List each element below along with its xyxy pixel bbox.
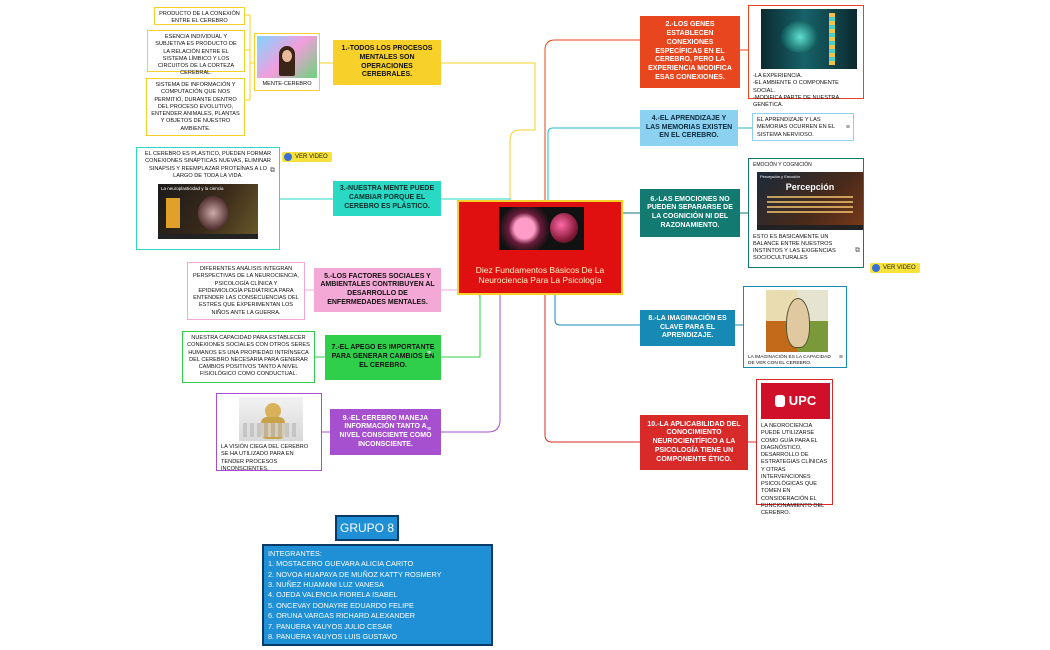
- note-1b: ESENCIA INDIVIDUAL Y SUBJETIVA ES PRODUC…: [147, 30, 245, 76]
- video-subtitle: Percepción y Emoción: [760, 173, 800, 179]
- video-link-badge-6[interactable]: VER VIDEO: [870, 263, 920, 273]
- central-title: Diez Fundamentos Básicos De La Neurocien…: [475, 264, 605, 285]
- topic-5[interactable]: 5.-LOS FACTORES SOCIALES Y AMBIENTALES C…: [314, 268, 441, 312]
- topic-9[interactable]: 9.-EL CEREBRO MANEJA INFORMACIÓN TANTO A…: [330, 409, 441, 455]
- video-badge-label: VER VIDEO: [295, 154, 328, 160]
- imagination-senses-image: [766, 290, 828, 352]
- note-2-card: -LA EXPERIENCIA. -EL AMBIENTE O COMPONEN…: [748, 5, 864, 108]
- neuroplasticity-video-thumbnail[interactable]: La neuroplasticidad y la ciencia: [158, 184, 258, 240]
- group-heading: INTEGRANTES:: [268, 549, 322, 558]
- note-1c: SISTEMA DE INFORMACIÓN Y COMPUTACIÓN QUE…: [146, 78, 245, 136]
- play-icon: [872, 264, 880, 272]
- note-2-line-1: -LA EXPERIENCIA.: [753, 73, 803, 79]
- note-3-card: EL CEREBRO ES PLASTICO, PUEDEN FORMAR CO…: [136, 147, 280, 250]
- member-8: 8. PANUERA YAUYOS LUIS GUSTAVO: [268, 631, 398, 641]
- note-8-text: LA IMAGINACIÓN ES LA CAPACIDAD DE VER CO…: [748, 355, 831, 367]
- member-5: 5. ONCEVAY DONAYRE EDUARDO FELIPE: [268, 600, 414, 610]
- note-9-card: LA VISIÓN CIEGA DEL CEREBRO SE HA UTILIZ…: [216, 393, 322, 472]
- note-1-image-card: MENTE-CEREBRO: [254, 33, 320, 91]
- member-7: 7. PANUERA YAUYOS JULIO CESAR: [268, 621, 393, 631]
- video-link-badge-3[interactable]: VER VIDEO: [282, 152, 332, 162]
- notes-icon[interactable]: ≡: [427, 426, 432, 433]
- member-4: 4. OJEDA VALENCIA FIORELA ISABEL: [268, 590, 398, 600]
- member-1: 1. MOSTACERO GUEVARA ALICIA CARITO: [268, 559, 414, 569]
- note-6-card: EMOCIÓN Y COGNICIÓN Percepción y Emoción…: [748, 158, 864, 268]
- note-10-card: UPC LA NEOROCIENCIA PUEDE UTILIZARSE COM…: [756, 379, 833, 516]
- member-2: 2. NOVOA HUAPAYA DE MUÑOZ KATTY ROSMERY: [268, 569, 442, 579]
- external-link-icon[interactable]: ⧉: [855, 246, 860, 254]
- video-badge-label: VER VIDEO: [883, 265, 916, 271]
- topic-8[interactable]: 8.-LA IMAGINACIÓN ES CLAVE PARA EL APREN…: [640, 310, 735, 346]
- perception-video-thumbnail[interactable]: Percepción y Emoción Percepción: [757, 171, 863, 230]
- topic-10[interactable]: 10.-LA APLICABILIDAD DEL CONOCIMIENTO NE…: [640, 415, 748, 470]
- topic-4[interactable]: 4.-EL APRENDIZAJE Y LAS MEMORIAS EXISTEN…: [640, 110, 738, 146]
- note-7: NUESTRA CAPACIDAD PARA ESTABLECER CONEXI…: [182, 331, 315, 383]
- mind-brain-image: [257, 36, 317, 78]
- member-6: 6. ORUNA VARGAS RICHARD ALEXANDER: [268, 611, 416, 621]
- note-1a: PRODUCTO DE LA CONEXIÓN ENTRE EL CEREBRO: [154, 7, 245, 25]
- note-4: EL APRENDIZAJE Y LAS MEMORIAS OCURREN EN…: [752, 113, 854, 141]
- video-title: La neuroplasticidad y la ciencia: [161, 186, 224, 192]
- external-link-icon[interactable]: ⧉: [270, 167, 275, 174]
- central-topic[interactable]: Diez Fundamentos Básicos De La Neurocien…: [457, 200, 623, 295]
- note-8-card: LA IMAGINACIÓN ES LA CAPACIDAD DE VER CO…: [743, 286, 847, 368]
- upc-logo: UPC: [761, 383, 830, 419]
- notes-icon[interactable]: ≡: [845, 124, 850, 131]
- note-6-text: ESTO ES BASICAMENTE UN BALANCE ENTRE NUE…: [753, 233, 836, 262]
- topic-3[interactable]: 3.-NUESTRA MENTE PUEDE CAMBIAR PORQUE EL…: [333, 181, 441, 216]
- group-title[interactable]: GRUPO 8: [335, 515, 399, 541]
- topic-2[interactable]: 2.-LOS GENES ESTABLECEN CONEXIONES ESPEC…: [640, 16, 740, 88]
- dna-brain-image: [761, 9, 857, 69]
- blind-sight-image: [239, 397, 303, 441]
- notes-icon[interactable]: ≡: [427, 350, 432, 357]
- member-3: 3. NUÑEZ HUAMANI LUZ VANESA: [268, 580, 384, 590]
- note-3-text: EL CEREBRO ES PLASTICO, PUEDEN FORMAR CO…: [144, 151, 272, 179]
- play-icon: [284, 153, 292, 161]
- note-2-line-3: -MODIFICA PARTE DE NUESTRA GENÉTICA.: [753, 94, 839, 109]
- video-title: Percepción: [785, 181, 835, 192]
- note-5: DIFERENTES ANÁLISIS INTEGRAN PERSPECTIVA…: [187, 262, 305, 320]
- note-10-text: LA NEOROCIENCIA PUEDE UTILIZARSE COMO GU…: [761, 423, 828, 517]
- note-4-text: EL APRENDIZAJE Y LAS MEMORIAS OCURREN EN…: [757, 117, 835, 138]
- topic-7[interactable]: 7.-EL APEGO ES IMPORTANTE PARA GENERAR C…: [325, 335, 441, 380]
- topic-1[interactable]: 1.-TODOS LOS PROCESOS MENTALES SON OPERA…: [333, 40, 441, 85]
- upc-logo-text: UPC: [788, 392, 817, 408]
- notes-icon[interactable]: ≡: [838, 353, 843, 361]
- mind-brain-caption: MENTE-CEREBRO: [262, 81, 312, 87]
- note-9-text: LA VISIÓN CIEGA DEL CEREBRO SE HA UTILIZ…: [221, 444, 309, 472]
- topic-6[interactable]: 6.-LAS EMOCIONES NO PUEDEN SEPARARSE DE …: [640, 189, 740, 237]
- note-2-line-2: -EL AMBIENTE O COMPONENTE SOCIAL.: [753, 80, 839, 94]
- group-members-box[interactable]: INTEGRANTES: 1. MOSTACERO GUEVARA ALICIA…: [262, 544, 493, 646]
- brain-image: [499, 207, 584, 250]
- video-header: EMOCIÓN Y COGNICIÓN: [753, 162, 812, 168]
